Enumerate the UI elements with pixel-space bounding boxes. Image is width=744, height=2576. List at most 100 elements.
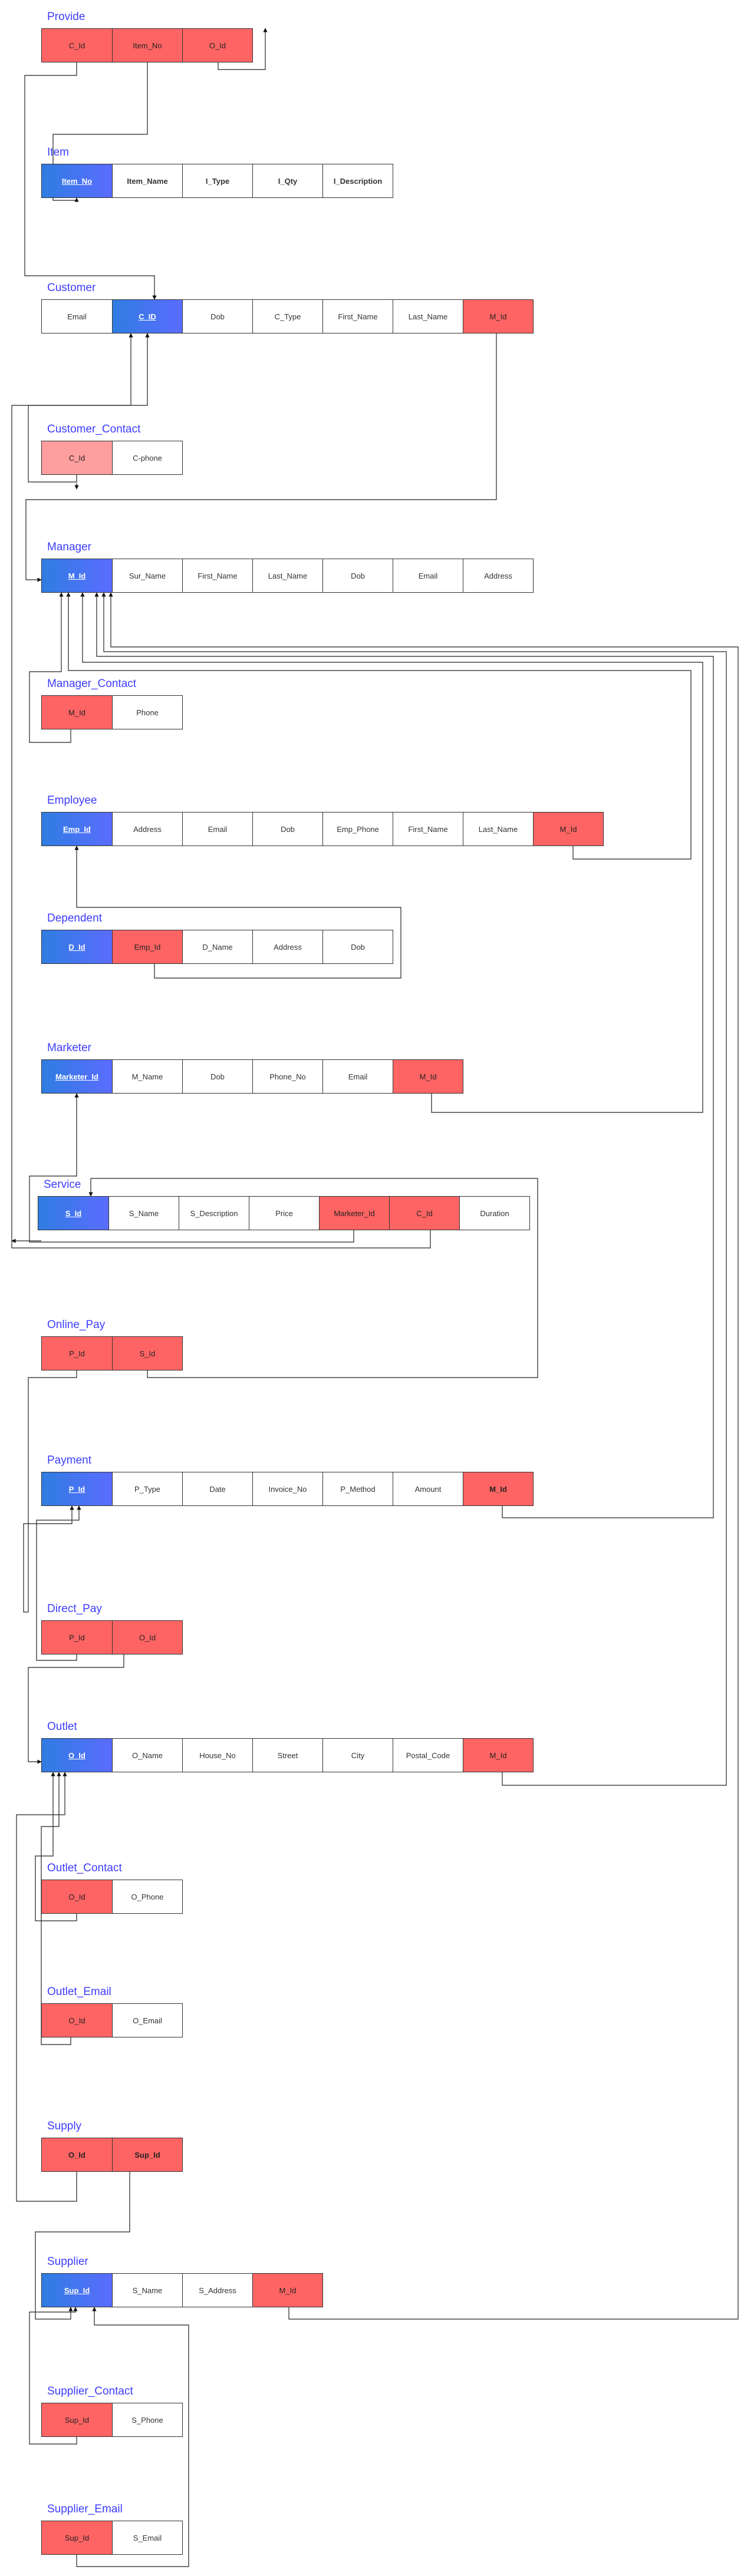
attribute-first-name: First_Name	[322, 300, 393, 333]
attribute-sup-id: Sup_Id	[112, 2138, 182, 2171]
attribute-o-id: O_Id	[182, 29, 252, 62]
attribute-last-name: Last_Name	[252, 559, 322, 592]
entity-title: Manager	[47, 541, 91, 553]
entity-title: Customer	[47, 282, 96, 294]
attribute-email: Email	[393, 559, 463, 592]
attribute-emp-phone: Emp_Phone	[322, 813, 393, 846]
attribute-m-id: M_Id	[533, 813, 603, 846]
entity-title: Supplier_Contact	[47, 2385, 133, 2397]
attribute-s-name: S_Name	[112, 2274, 182, 2307]
attribute-first-name: First_Name	[393, 813, 463, 846]
attribute-o-id: O_Id	[42, 2138, 112, 2171]
attribute-city: City	[322, 1739, 393, 1772]
attribute-m-id: M_Id	[463, 300, 533, 333]
entity-title: Employee	[47, 794, 97, 807]
attribute-o-name: O_Name	[112, 1739, 182, 1772]
relationship-line	[94, 592, 714, 1518]
attribute-amount: Amount	[393, 1472, 463, 1505]
attribute-p-id: P_Id	[42, 1337, 112, 1370]
attribute-p-id: P_Id	[42, 1472, 112, 1505]
entity-title: Supply	[47, 2120, 82, 2132]
attribute-email: Email	[67, 312, 87, 321]
attribute-phone-no: Phone_No	[252, 1060, 322, 1093]
attribute-duration: Duration	[459, 1197, 529, 1230]
entity-title: Online_Pay	[47, 1319, 106, 1331]
attribute-c-type: C_Type	[252, 300, 322, 333]
attribute-s-phone: S_Phone	[112, 2403, 182, 2436]
entity-title: Manager_Contact	[47, 678, 137, 690]
attribute-last-name: Last_Name	[463, 813, 533, 846]
attribute-dob: Dob	[322, 559, 393, 592]
attribute-m-name: M_Name	[112, 1060, 182, 1093]
entity-title: Item	[47, 146, 69, 158]
attribute-p-id: P_Id	[42, 1621, 112, 1654]
entity-title: Outlet_Contact	[47, 1862, 122, 1874]
attribute-d-name: D_Name	[182, 930, 252, 963]
attribute-address: Address	[252, 930, 322, 963]
attribute-date: Date	[182, 1472, 252, 1505]
attribute-s-id: S_Id	[112, 1337, 182, 1370]
attribute-d-id: D_Id	[42, 930, 112, 963]
attribute-o-id: O_Id	[112, 1621, 182, 1654]
attribute-item-no: Item_No	[42, 164, 112, 197]
entity-title: Customer_Contact	[47, 423, 141, 435]
attribute-address: Address	[463, 559, 533, 592]
entity-title: Supplier	[47, 2255, 88, 2268]
attribute-marketer-id: Marketer_Id	[42, 1060, 112, 1093]
attribute-s-description: S_Description	[179, 1197, 249, 1230]
entity-title: Dependent	[47, 912, 102, 924]
attribute-m-id: M_Id	[463, 1739, 533, 1772]
attribute-m-id: M_Id	[42, 696, 112, 729]
attribute-m-id: M_Id	[42, 559, 112, 592]
attribute-o-phone: O_Phone	[112, 1880, 182, 1913]
attribute-email: Email	[182, 813, 252, 846]
attribute-o-email: O_Email	[112, 2004, 182, 2037]
attribute-dob: Dob	[182, 1060, 252, 1093]
attribute-i-qty: I_Qty	[252, 164, 322, 197]
attribute-s-name: S_Name	[108, 1197, 179, 1230]
entity-title: Service	[44, 1178, 81, 1191]
attribute-c-phone: C-phone	[112, 441, 182, 474]
attribute-dob: Dob	[182, 300, 252, 333]
attribute-house-no: House_No	[182, 1739, 252, 1772]
attribute-item-no: Item_No	[112, 29, 182, 62]
entity-title: Marketer	[47, 1042, 91, 1054]
attribute-p-type: P_Type	[112, 1472, 182, 1505]
attribute-first-name: First_Name	[182, 559, 252, 592]
entity-title: Payment	[47, 1454, 91, 1467]
relationship-line	[108, 592, 739, 2320]
entity-title: Direct_Pay	[47, 1603, 102, 1615]
attribute-c-id: C_Id	[42, 29, 112, 62]
attribute-street: Street	[252, 1739, 322, 1772]
attribute-s-id: S_Id	[38, 1197, 108, 1230]
attribute-marketer-id: Marketer_Id	[319, 1197, 389, 1230]
attribute-last-name: Last_Name	[393, 300, 463, 333]
attribute-price: Price	[249, 1197, 319, 1230]
attribute-postal-code: Postal_Code	[393, 1739, 463, 1772]
entity-title: Supplier_Email	[47, 2503, 123, 2515]
